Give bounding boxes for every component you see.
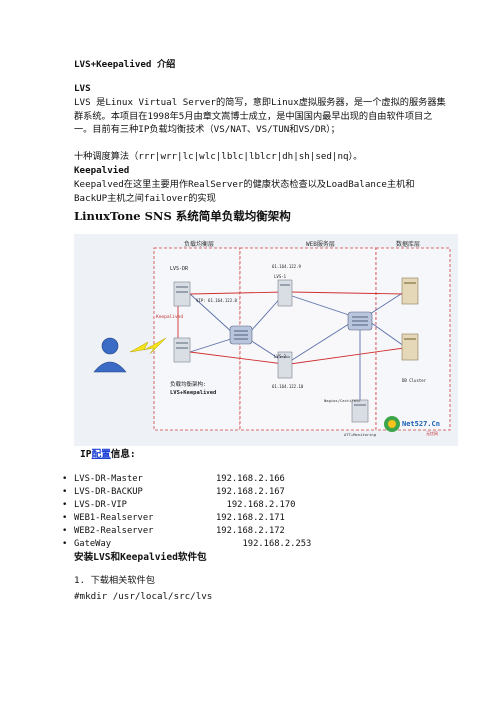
bullet-icon: •	[62, 474, 68, 484]
bullet-icon: •	[62, 539, 68, 549]
web1-name: LVS-1	[274, 274, 287, 279]
host-ip: 192.168.2.167	[216, 487, 285, 497]
blue-links	[189, 291, 405, 400]
host-ip: 192.168.2.253	[216, 539, 312, 549]
config-link[interactable]: 配置	[91, 449, 111, 460]
bullet-icon: •	[62, 526, 68, 536]
lb-switch	[229, 325, 253, 345]
zone-db-label: 数据库层	[396, 240, 420, 248]
bullet-icon: •	[62, 513, 68, 523]
web1-server	[277, 279, 293, 307]
host-ip: 192.168.2.171	[216, 513, 285, 523]
host-ip: 192.168.2.172	[216, 526, 285, 536]
host-name: LVS-DR-BACKUP	[74, 487, 143, 497]
lvs-master-server	[173, 281, 191, 307]
monitoring-server	[351, 399, 369, 423]
host-name: WEB2-Realserver	[74, 526, 154, 536]
figure-title: LinuxTone SNS 系统简单负载均衡架构	[74, 209, 291, 223]
host-ip: 192.168.2.170	[216, 500, 296, 510]
ip-list-item: • GateWay 192.168.2.253	[62, 538, 311, 551]
architecture-diagram: 负载均衡层 WEB服务层 数据库层	[74, 234, 458, 446]
svg-text:无忧网: 无忧网	[426, 430, 438, 436]
ip-list-item: • WEB2-Realserver 192.168.2.172	[62, 525, 285, 538]
db-cluster-label: DB Cluster	[402, 378, 427, 383]
db-server-1	[401, 277, 419, 305]
step-1: 1. 下载相关软件包	[74, 575, 155, 586]
ip-list-item: • LVS-DR-BACKUP 192.168.2.167	[62, 486, 285, 499]
web2-server	[277, 351, 293, 379]
lvs-paragraph: LVS 是Linux Virtual Server的简写，意即Linux虚拟服务…	[74, 97, 446, 136]
zone-web	[239, 247, 377, 431]
doc-title: LVS+Keepalived 介绍	[74, 59, 176, 70]
bullet-icon: •	[62, 500, 68, 510]
web2-name: LVS-2	[274, 354, 287, 359]
monitor-label-1: Nagios/Cacti/etc	[324, 398, 361, 403]
bullet-icon: •	[62, 487, 68, 497]
monitor-label-2: ATT+Monitoring	[344, 432, 376, 437]
section-heading-keepalived: Keepalvied	[74, 165, 130, 176]
command-mkdir: #mkdir /usr/local/src/lvs	[74, 591, 213, 602]
ip-list: • LVS-DR-Master 192.168.2.166 • LVS-DR-BACKU…	[62, 473, 311, 551]
arch-label-1: 负载均衡架构:	[170, 380, 206, 388]
install-heading: 安装LVS和Keepalvied软件包	[74, 552, 207, 563]
lightning-icon	[129, 337, 167, 355]
web1-ip: 61.164.122.9	[272, 264, 301, 269]
lvs-backup-server	[173, 337, 191, 363]
host-name: LVS-DR-Master	[74, 474, 143, 484]
ip-list-item: • WEB1-Realserver 192.168.2.171	[62, 512, 285, 525]
ip-list-item: • LVS-DR-Master 192.168.2.166	[62, 473, 285, 486]
keepalived-paragraph: Keepalved在这里主要用作RealServer的健康状态检查以及LoadB…	[74, 179, 415, 204]
red-links	[177, 291, 405, 365]
host-name: WEB1-Realserver	[74, 513, 154, 523]
lvs-dr-label: LVS-DR	[170, 266, 189, 272]
zone-lb-label: 负载均衡层	[184, 240, 214, 248]
svg-text:Net527.Cn: Net527.Cn	[402, 420, 440, 428]
web2-ip: 61.164.122.10	[272, 384, 304, 389]
ip-config-heading: IP配置信息:	[80, 449, 136, 460]
ip-list-item: • LVS-DR-VIP 192.168.2.170	[62, 499, 295, 512]
zone-web-label: WEB服务层	[306, 240, 335, 248]
host-ip: 192.168.2.166	[216, 474, 285, 484]
arch-label-2: LVS+Keepalived	[170, 390, 216, 396]
db-server-2	[401, 333, 419, 361]
section-heading-lvs: LVS	[74, 83, 91, 94]
keepalived-label: Keepalived	[156, 314, 183, 320]
web-switch	[347, 311, 373, 331]
vip-label: VIP: 61.164.122.8	[196, 298, 238, 303]
scheduling-algorithms: 十种调度算法（rrr|wrr|lc|wlc|lblc|lblcr|dh|sh|s…	[74, 151, 363, 162]
zone-load-balancer	[153, 247, 241, 431]
host-name: GateWay	[74, 539, 112, 549]
net527-logo: Net527.Cn 无忧网	[384, 416, 440, 436]
user-icon	[93, 337, 127, 373]
host-name: LVS-DR-VIP	[74, 500, 127, 510]
